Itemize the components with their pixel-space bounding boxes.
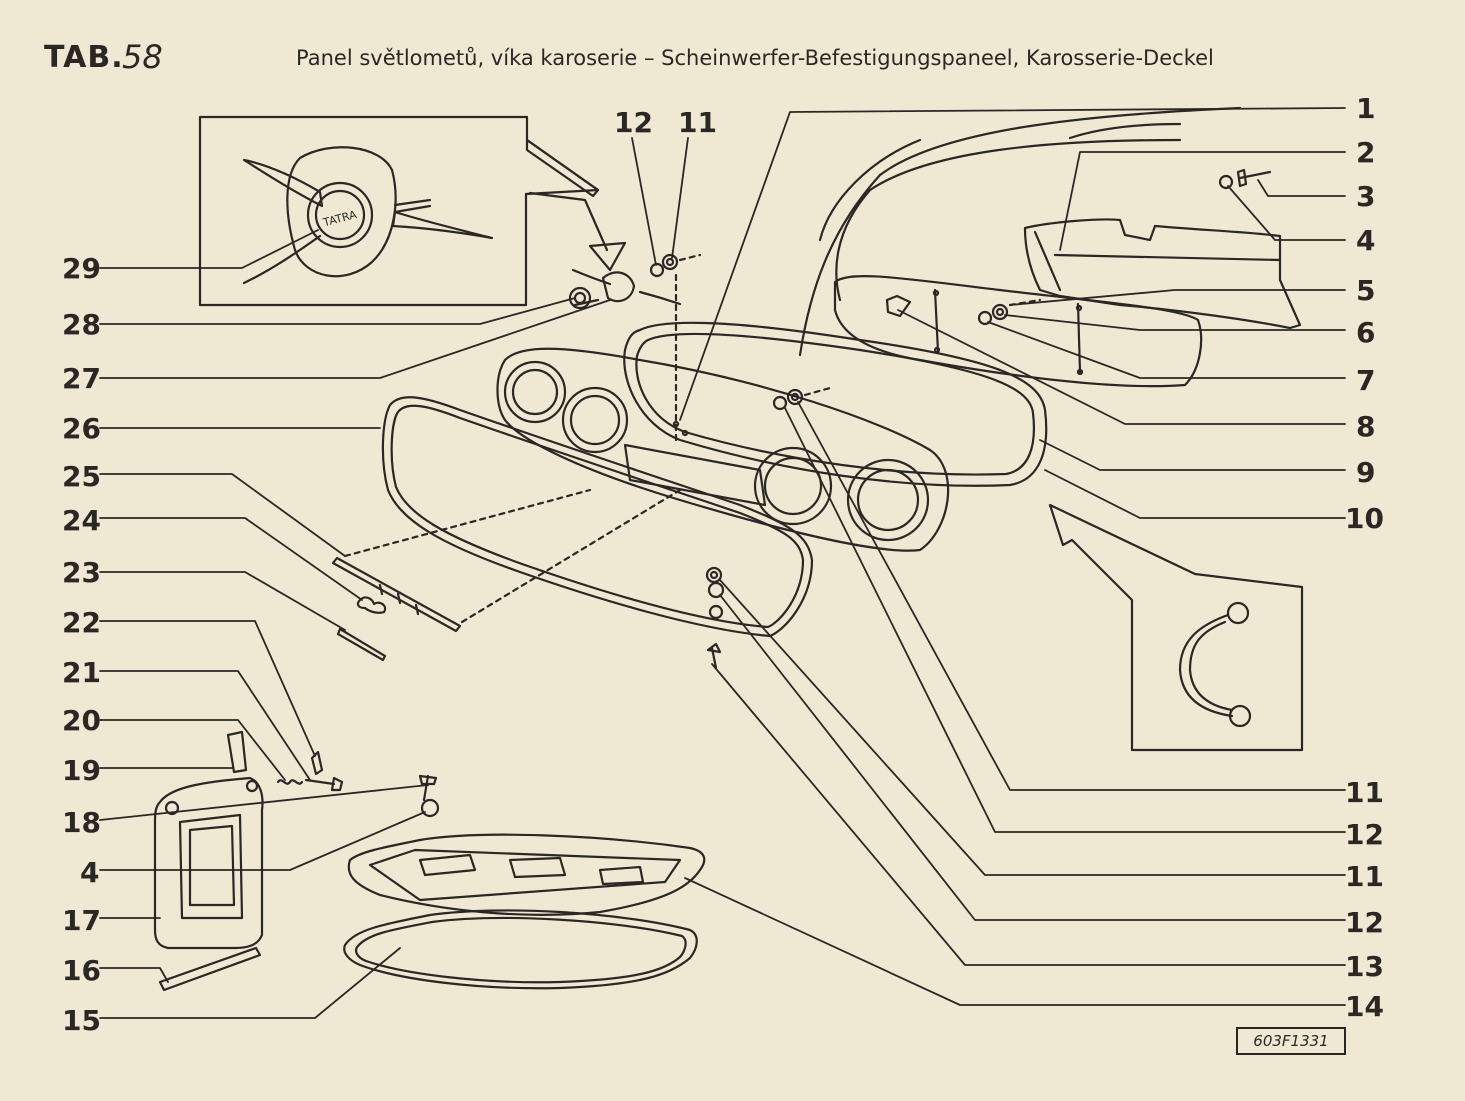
drawing-code: 603F1331 xyxy=(1236,1027,1346,1055)
callout-left-26: 26 xyxy=(62,412,101,445)
emblem-mounting-parts xyxy=(568,253,702,442)
callout-right-14: 14 xyxy=(1345,990,1384,1023)
bolt-21 xyxy=(304,776,344,792)
car-body-outline xyxy=(798,106,1242,357)
lower-fasteners xyxy=(705,566,725,670)
leader-lines-left xyxy=(99,229,611,1019)
table-label: TAB. xyxy=(44,40,124,75)
spring-20 xyxy=(276,779,304,785)
hinge-19 xyxy=(226,730,248,774)
pin-22 xyxy=(310,750,324,776)
strip-16 xyxy=(158,946,262,992)
washer-4-lower xyxy=(420,798,440,818)
callout-left-23: 23 xyxy=(62,556,101,589)
gasket-9 xyxy=(623,321,1048,487)
callouts-top: 12 11 xyxy=(614,106,717,139)
emblem-drawing xyxy=(242,146,494,285)
callout-left-22: 22 xyxy=(62,606,101,639)
trim-strips xyxy=(331,488,682,662)
callout-left-20: 20 xyxy=(62,704,101,737)
table-number: 58 xyxy=(122,38,163,76)
callout-top-11: 11 xyxy=(678,106,717,139)
callout-left-24: 24 xyxy=(62,504,101,537)
chrome-frame-26 xyxy=(381,396,814,638)
callouts-left: 29 28 27 26 25 24 23 22 21 20 19 18 4 17… xyxy=(62,252,101,1037)
screw-18 xyxy=(418,774,438,802)
screw-3 xyxy=(1236,168,1272,188)
callout-right-10: 10 xyxy=(1345,502,1384,535)
callout-right-11a: 11 xyxy=(1345,776,1384,809)
callout-left-18: 18 xyxy=(62,806,101,839)
callout-right-3: 3 xyxy=(1356,180,1375,213)
leader-lines-top xyxy=(631,137,689,266)
callout-left-29: 29 xyxy=(62,252,101,285)
cable-clip-inset xyxy=(1048,503,1304,752)
callout-left-4: 4 xyxy=(80,856,99,889)
callout-left-15: 15 xyxy=(62,1004,101,1037)
inset-arrow-emblem xyxy=(525,138,600,198)
washer-4-top xyxy=(1218,174,1234,190)
callouts-right: 1 2 3 4 5 6 7 8 9 10 11 12 11 12 13 14 xyxy=(1345,92,1384,1023)
emblem-inset-frame xyxy=(198,115,600,307)
callout-left-19: 19 xyxy=(62,754,101,787)
callout-left-21: 21 xyxy=(62,656,101,689)
lid-14 xyxy=(347,833,706,916)
headlight-panel xyxy=(496,347,950,552)
callout-right-13: 13 xyxy=(1345,950,1384,983)
gasket-15 xyxy=(343,909,698,990)
callout-right-1: 1 xyxy=(1356,92,1375,125)
callout-right-7: 7 xyxy=(1356,364,1375,397)
callout-left-28: 28 xyxy=(62,308,101,341)
callout-left-27: 27 xyxy=(62,362,101,395)
callout-right-5: 5 xyxy=(1356,274,1375,307)
callout-right-4: 4 xyxy=(1356,224,1375,257)
air-box-part xyxy=(1023,218,1302,330)
inset-arrow-emblem-head xyxy=(588,241,627,272)
page-title: Panel světlometů, víka karoserie – Schei… xyxy=(296,46,1214,70)
lid-17 xyxy=(153,776,264,950)
leader-lines-right xyxy=(679,107,1346,1006)
callout-top-12: 12 xyxy=(614,106,653,139)
callout-right-6: 6 xyxy=(1356,316,1375,349)
callout-left-16: 16 xyxy=(62,954,101,987)
emblem-brand-text: TATRA xyxy=(321,208,359,230)
callout-right-9: 9 xyxy=(1356,456,1375,489)
callout-right-11b: 11 xyxy=(1345,860,1384,893)
callout-right-12b: 12 xyxy=(1345,906,1384,939)
callout-right-12a: 12 xyxy=(1345,818,1384,851)
callout-right-2: 2 xyxy=(1356,136,1375,169)
callout-left-25: 25 xyxy=(62,460,101,493)
callout-right-8: 8 xyxy=(1356,410,1375,443)
callout-left-17: 17 xyxy=(62,904,101,937)
